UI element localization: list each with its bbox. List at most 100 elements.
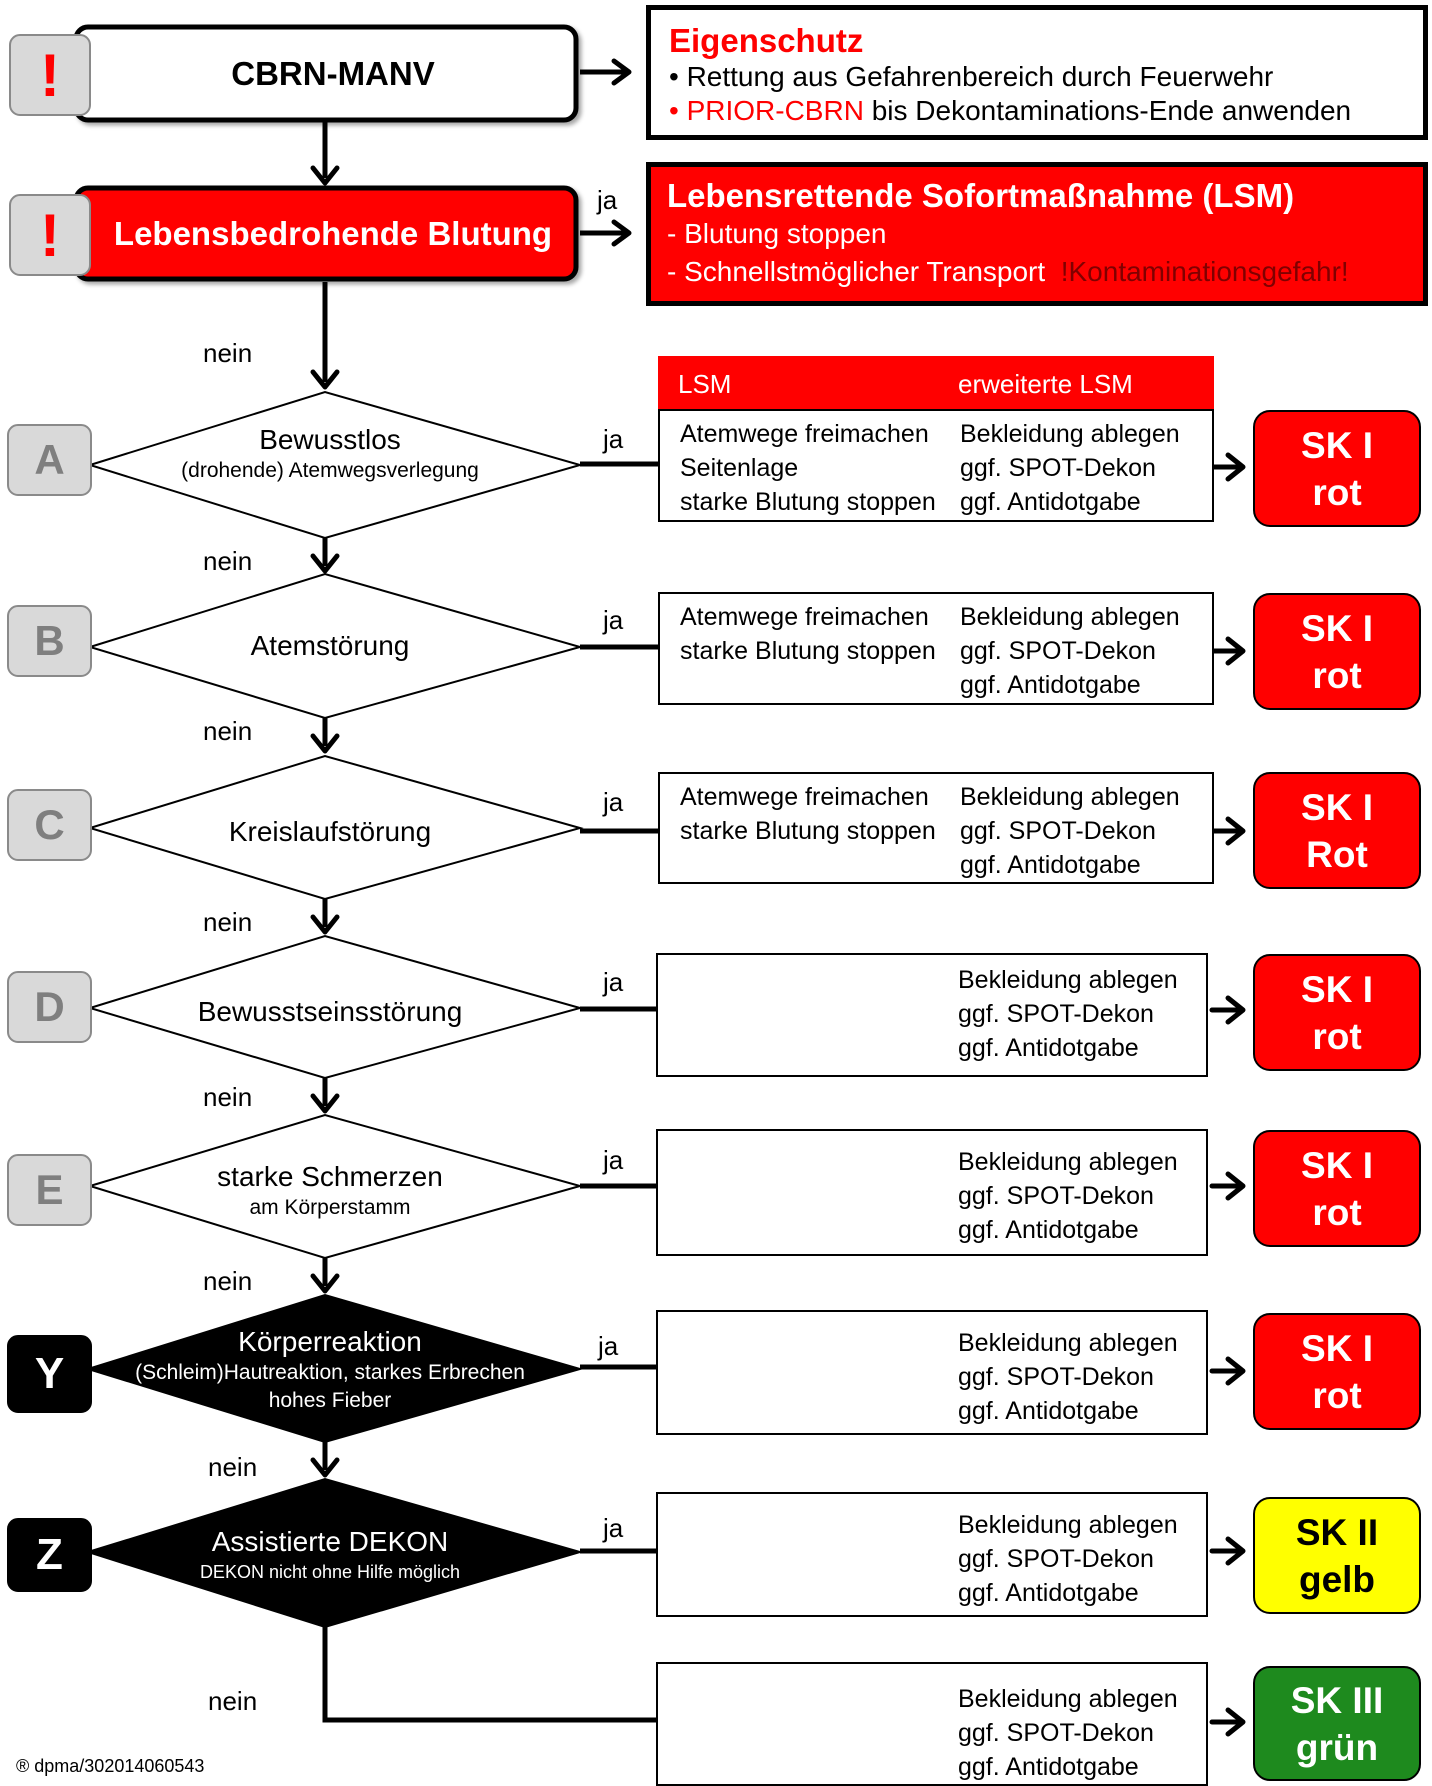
decision-subtitle: (drohende) Atemwegsverlegung bbox=[181, 459, 479, 482]
lsm-info-line-2: - Schnellstmöglicher Transport !Kontamin… bbox=[667, 255, 1407, 289]
extended-measure: Bekleidung ablegen bbox=[960, 783, 1180, 811]
category-e: SK I rot bbox=[1254, 1131, 1420, 1246]
lsm-info-box: Lebensrettende Sofortmaßnahme (LSM) - Bl… bbox=[646, 162, 1428, 306]
eigenschutz-box: Eigenschutz • Rettung aus Gefahrenbereic… bbox=[646, 5, 1428, 140]
label-no-d: nein bbox=[203, 1082, 253, 1112]
lsm-measure: starke Blutung stoppen bbox=[680, 637, 936, 665]
step-letter-box-a bbox=[7, 424, 92, 496]
step-letter-e: E bbox=[35, 1166, 64, 1213]
lsm-info-transport: - Schnellstmöglicher Transport bbox=[667, 256, 1046, 287]
extended-measure: Bekleidung ablegen bbox=[958, 1148, 1178, 1176]
label-no-y: nein bbox=[208, 1452, 258, 1482]
extended-measure: ggf. Antidotgabe bbox=[960, 851, 1141, 879]
decision-diamond-d bbox=[86, 934, 584, 1080]
label-yes-c: ja bbox=[603, 787, 624, 817]
eigenschutz-line-2-rest: bis Dekontaminations-Ende anwenden bbox=[863, 95, 1352, 126]
measures-box-e: Bekleidung ablegen ggf. SPOT-Dekon ggf. … bbox=[656, 1129, 1208, 1256]
label-no-z: nein bbox=[208, 1686, 258, 1716]
lsm-measure: starke Blutung stoppen bbox=[680, 488, 936, 516]
extended-measure: ggf. SPOT-Dekon bbox=[958, 1545, 1154, 1573]
measures-box-b: Atemwege freimachen starke Blutung stopp… bbox=[658, 592, 1214, 705]
extended-measure: Bekleidung ablegen bbox=[960, 603, 1180, 631]
lsm-header-label: LSM bbox=[678, 369, 732, 399]
extended-lsm-header-label: erweiterte LSM bbox=[958, 369, 1133, 399]
step-letter-b: B bbox=[34, 617, 65, 664]
alert-square-start bbox=[9, 34, 91, 116]
lsm-measure: Atemwege freimachen bbox=[680, 420, 929, 448]
category-line-2: grün bbox=[1295, 1726, 1379, 1768]
decision-text-z: Assistierte DEKON DEKON nicht ohne Hilfe… bbox=[130, 1525, 530, 1585]
decision-subtitle-2: hohes Fieber bbox=[268, 1389, 392, 1412]
category-line-2: rot bbox=[1312, 471, 1362, 513]
lsm-info-title: Lebensrettende Sofortmaßnahme (LSM) bbox=[667, 177, 1295, 214]
decision-diamond-a bbox=[86, 390, 584, 540]
extended-measure: ggf. SPOT-Dekon bbox=[958, 1719, 1154, 1747]
bleeding-label: Lebensbedrohende Blutung bbox=[113, 214, 553, 252]
step-letter-y: Y bbox=[34, 1349, 65, 1398]
alert-mark-start: ! bbox=[40, 41, 60, 109]
extended-measure: ggf. Antidotgabe bbox=[960, 488, 1141, 516]
prior-cbrn-text: • PRIOR-CBRN bbox=[669, 95, 864, 126]
category-c: SK I Rot bbox=[1254, 773, 1420, 888]
category-line-1: SK I bbox=[1301, 424, 1373, 466]
category-box-b bbox=[1253, 593, 1421, 710]
label-yes-bleeding: ja bbox=[597, 185, 618, 215]
category-final: SK III grün bbox=[1254, 1667, 1420, 1780]
extended-measure: Bekleidung ablegen bbox=[958, 1329, 1178, 1357]
extended-measure: ggf. Antidotgabe bbox=[958, 1753, 1139, 1781]
decision-subtitle: DEKON nicht ohne Hilfe möglich bbox=[199, 1562, 461, 1582]
measures-box-final: Bekleidung ablegen ggf. SPOT-Dekon ggf. … bbox=[656, 1662, 1208, 1786]
alert-square-bleeding bbox=[9, 194, 91, 276]
label-no-b: nein bbox=[203, 716, 253, 746]
decision-diamond-b bbox=[86, 572, 584, 720]
category-a: SK I rot bbox=[1254, 411, 1420, 526]
lsm-measure: Atemwege freimachen bbox=[680, 603, 929, 631]
decision-title-d: Bewusstseinsstörung bbox=[197, 996, 463, 1027]
category-line-1: SK I bbox=[1301, 1144, 1373, 1186]
category-line-2: rot bbox=[1312, 1374, 1362, 1416]
category-line-1: SK I bbox=[1301, 968, 1373, 1010]
step-letter-a: A bbox=[34, 436, 65, 483]
label-yes-a: ja bbox=[603, 424, 624, 454]
category-box-c bbox=[1253, 772, 1421, 889]
start-label: CBRN-MANV bbox=[231, 54, 435, 92]
step-letter-z: Z bbox=[36, 1530, 63, 1579]
step-letter-box-d bbox=[7, 971, 92, 1043]
category-box-d bbox=[1253, 954, 1421, 1071]
lsm-measure: Atemwege freimachen bbox=[680, 783, 929, 811]
decision-title-b: Atemstörung bbox=[250, 630, 410, 661]
extended-measure: Bekleidung ablegen bbox=[958, 1511, 1178, 1539]
extended-measure: ggf. SPOT-Dekon bbox=[958, 1000, 1154, 1028]
category-line-2: rot bbox=[1312, 1015, 1362, 1057]
step-letter-box-e bbox=[7, 1154, 92, 1226]
category-line-1: SK I bbox=[1301, 1327, 1373, 1369]
extended-measure: ggf. Antidotgabe bbox=[958, 1216, 1139, 1244]
category-line-1: SK I bbox=[1301, 607, 1373, 649]
lsm-info-line-1: - Blutung stoppen bbox=[667, 218, 887, 249]
category-line-2: rot bbox=[1312, 654, 1362, 696]
category-b: SK I rot bbox=[1254, 594, 1420, 709]
decision-diamond-e bbox=[86, 1113, 584, 1260]
extended-measure: Bekleidung ablegen bbox=[960, 420, 1180, 448]
lsm-measure: Seitenlage bbox=[680, 454, 799, 482]
extended-measure: ggf. SPOT-Dekon bbox=[960, 454, 1156, 482]
label-yes-d: ja bbox=[603, 967, 624, 997]
category-line-1: SK I bbox=[1301, 786, 1373, 828]
decision-subtitle: am Körperstamm bbox=[249, 1196, 411, 1219]
measures-box-y: Bekleidung ablegen ggf. SPOT-Dekon ggf. … bbox=[656, 1310, 1208, 1435]
extended-measure: ggf. SPOT-Dekon bbox=[958, 1363, 1154, 1391]
measures-box-c: Atemwege freimachen starke Blutung stopp… bbox=[658, 772, 1214, 884]
decision-text-e: starke Schmerzen am Körperstamm bbox=[130, 1160, 530, 1222]
label-no-c: nein bbox=[203, 907, 253, 937]
measures-box-z: Bekleidung ablegen ggf. SPOT-Dekon ggf. … bbox=[656, 1492, 1208, 1617]
label-no-e: nein bbox=[203, 1266, 253, 1296]
alert-mark-bleeding: ! bbox=[40, 201, 60, 269]
decision-diamond-y bbox=[84, 1293, 584, 1444]
category-line-2: gelb bbox=[1298, 1558, 1376, 1600]
contamination-warning: !Kontaminationsgefahr! bbox=[1060, 256, 1349, 287]
label-yes-e: ja bbox=[603, 1145, 624, 1175]
decision-text-a: Bewusstlos (drohende) Atemwegsverlegung bbox=[130, 423, 530, 485]
decision-title: Assistierte DEKON bbox=[211, 1526, 449, 1557]
decision-text-y: Körperreaktion (Schleim)Hautreaktion, st… bbox=[110, 1325, 550, 1415]
